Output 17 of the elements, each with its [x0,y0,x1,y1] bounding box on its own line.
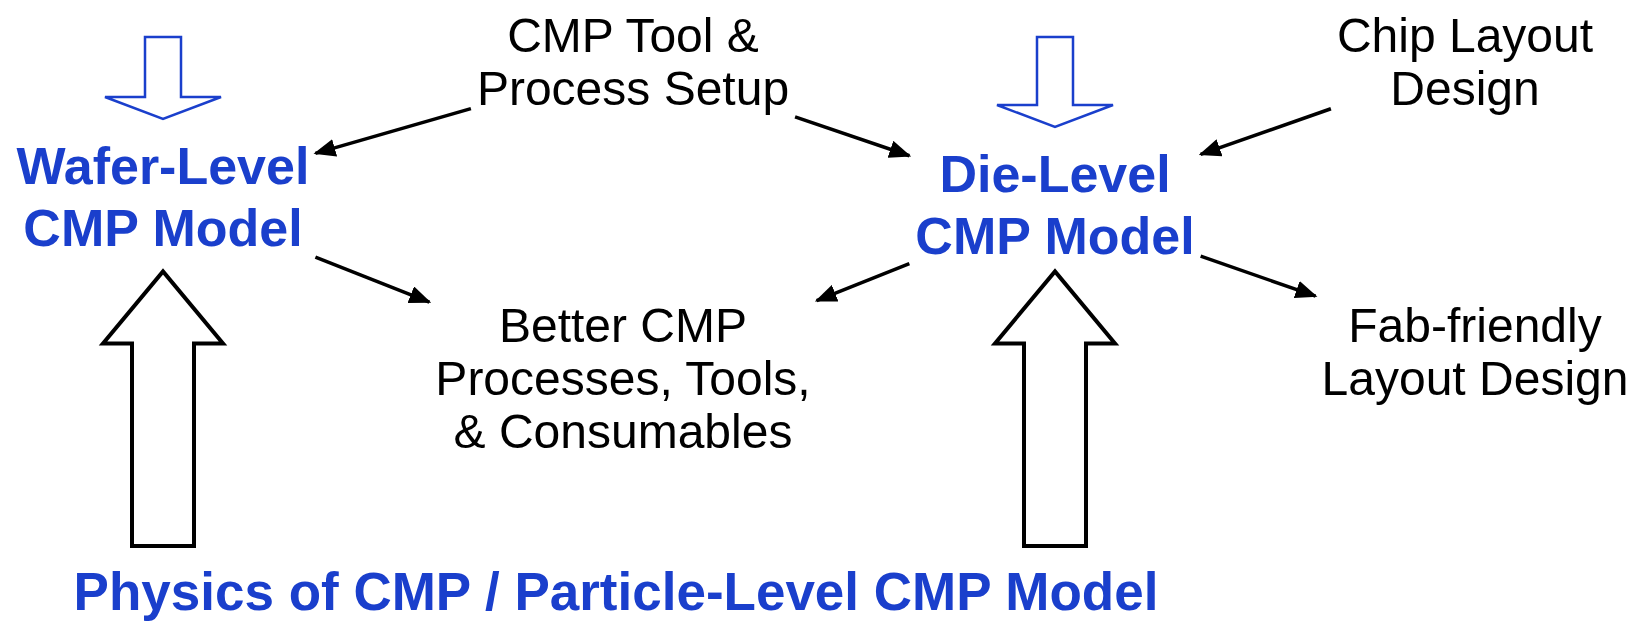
model-label: Physics of CMP / Particle-Level CMP Model [73,562,1159,621]
arrow [794,115,912,158]
model-label: Wafer-Level CMP Model [16,137,310,258]
hollow-block-arrow [990,268,1120,548]
node-label: Chip Layout Design [1336,9,1594,115]
arrow [814,261,910,303]
hollow-block-arrow [995,35,1115,129]
arrow [314,255,432,304]
model-label: Die-Level CMP Model [915,145,1195,266]
node-label: Better CMP Processes, Tools, & Consumables [435,299,811,458]
arrow [313,106,472,157]
arrow [1200,254,1318,299]
node-label: CMP Tool & Process Setup [476,9,790,115]
hollow-block-arrow [103,35,223,121]
node-label: Fab-friendly Layout Design [1321,299,1629,405]
arrow [1198,107,1332,157]
hollow-block-arrow [98,268,228,548]
